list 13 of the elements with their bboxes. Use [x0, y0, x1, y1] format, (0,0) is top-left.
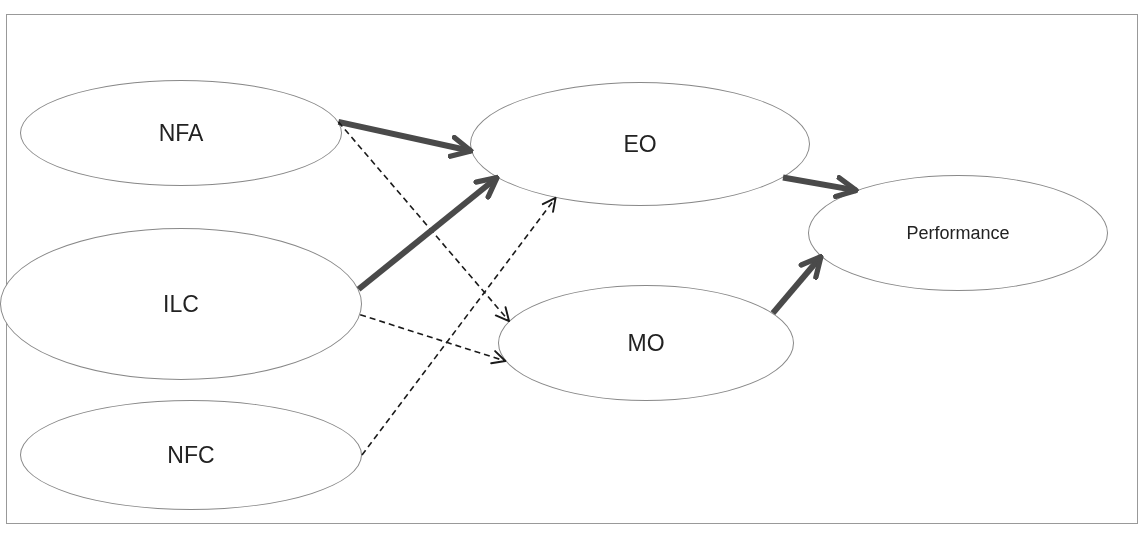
node-label: MO: [627, 329, 665, 357]
node-label: EO: [623, 130, 657, 158]
node-label: NFA: [158, 119, 204, 147]
node-label: ILC: [163, 290, 199, 318]
arrow: [337, 121, 510, 322]
node-label: Performance: [906, 222, 1010, 244]
arrow: [337, 118, 474, 159]
arrow: [782, 174, 859, 200]
arrow: [359, 313, 507, 365]
node-label: NFC: [167, 441, 215, 469]
arrow: [770, 253, 824, 316]
arrow: [361, 196, 557, 456]
arrow: [356, 174, 500, 292]
